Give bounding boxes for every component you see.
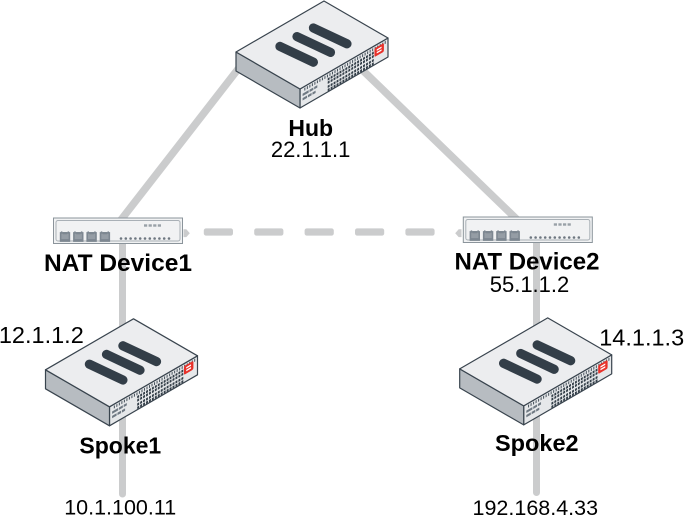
svg-text:55.1.1.2: 55.1.1.2 bbox=[490, 272, 570, 297]
svg-text:Spoke2: Spoke2 bbox=[495, 430, 579, 456]
svg-text:192.168.4.33: 192.168.4.33 bbox=[473, 496, 599, 515]
svg-text:22.1.1.1: 22.1.1.1 bbox=[271, 137, 351, 162]
svg-text:NAT Device1: NAT Device1 bbox=[44, 250, 192, 277]
svg-text:10.1.100.11: 10.1.100.11 bbox=[64, 495, 176, 515]
svg-text:Spoke1: Spoke1 bbox=[79, 433, 161, 459]
svg-text:12.1.1.2: 12.1.1.2 bbox=[0, 322, 84, 348]
svg-text:NAT Device2: NAT Device2 bbox=[455, 248, 600, 275]
svg-text:Hub: Hub bbox=[288, 115, 333, 141]
svg-text:14.1.1.3: 14.1.1.3 bbox=[599, 325, 684, 351]
